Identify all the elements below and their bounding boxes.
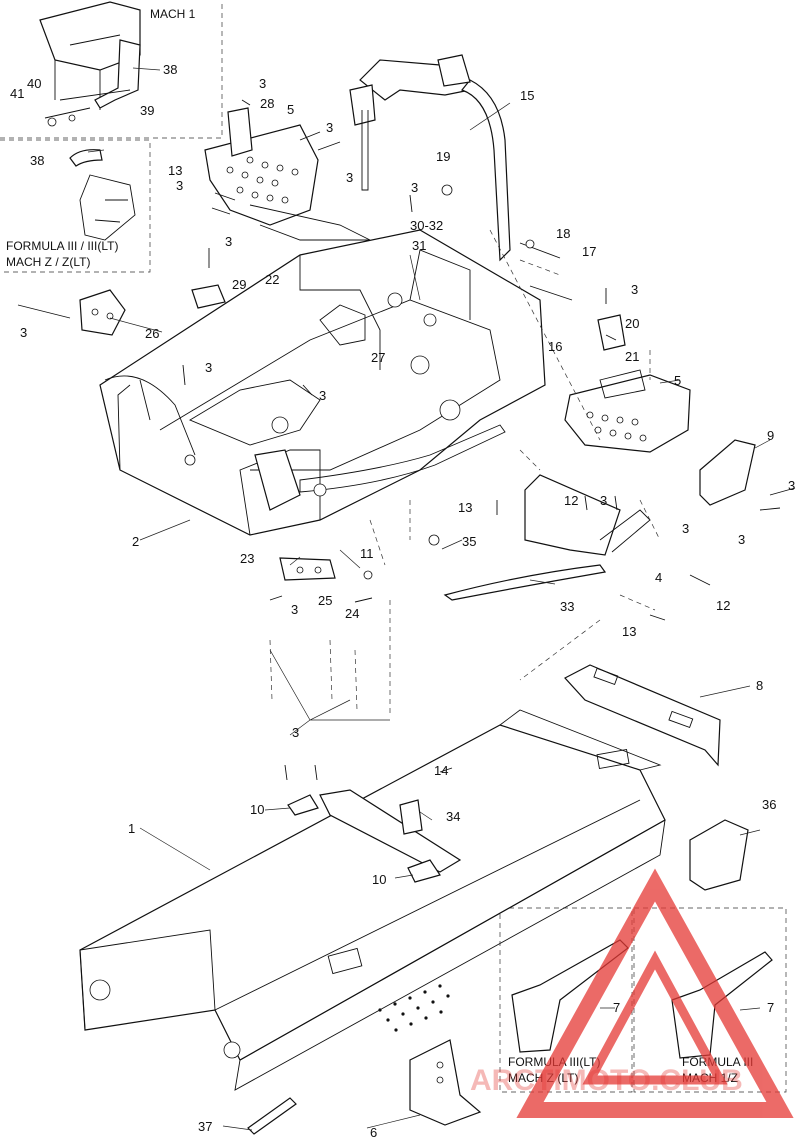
callout-3-m: 3: [682, 521, 689, 536]
callout-38-b: 38: [163, 62, 177, 77]
callout-28: 28: [260, 96, 274, 111]
callout-39: 39: [140, 103, 154, 118]
steering-column: [349, 54, 511, 262]
callout-30-32: 30-32: [410, 218, 443, 233]
callout-33: 33: [560, 599, 574, 614]
callout-18: 18: [556, 226, 570, 241]
variant-box-formula3-top: [0, 139, 151, 273]
variant-box-formula3lt: [499, 907, 633, 1093]
support-34: [319, 789, 462, 873]
callout-10-b: 10: [372, 872, 386, 887]
variant-label-formula3-line2: MACH Z / Z(LT): [6, 255, 90, 269]
tunnel-vent-holes: [378, 984, 450, 1032]
callout-3-e: 3: [225, 234, 232, 249]
rail-assembly: [443, 474, 651, 601]
callout-12-b: 12: [716, 598, 730, 613]
callout-3-n: 3: [738, 532, 745, 547]
callout-11: 11: [360, 546, 374, 561]
callout-10-a: 10: [250, 802, 264, 817]
callout-22: 22: [265, 272, 279, 287]
callout-3-j: 3: [631, 282, 638, 297]
variant-label-formula3-line1: FORMULA III / III(LT): [6, 239, 118, 253]
callout-3-g: 3: [20, 325, 27, 340]
rear-tunnel: [79, 709, 666, 1091]
brace-26: [79, 289, 126, 336]
callout-6: 6: [370, 1125, 377, 1140]
formula3-steering-inset: [69, 149, 136, 241]
callout-7-b: 7: [767, 1000, 774, 1015]
front-frame: [99, 229, 546, 536]
watermark-text: ARCTIMOTO.CLUB: [470, 1064, 743, 1097]
callout-13-a: 13: [168, 163, 182, 178]
variant-box-mach1: [0, 2, 223, 139]
footrest-holes: [226, 156, 299, 204]
callout-20: 20: [625, 316, 639, 331]
callout-3-f: 3: [411, 180, 418, 195]
pin-37: [247, 1097, 297, 1135]
bracket-10-upper: [287, 794, 319, 816]
bracket-29: [191, 284, 226, 309]
callout-labels: 1 2 3 3 3 3 3 3 3 3 3 3 3 3 3 3 3 3 4 5 …: [10, 62, 795, 1140]
bracket-10-lower: [407, 859, 441, 883]
bracket-6: [409, 1039, 482, 1126]
callout-2: 2: [132, 534, 139, 549]
triangle-logo-icon: [516, 868, 794, 1118]
callout-31: 31: [412, 238, 426, 253]
callout-3-l: 3: [788, 478, 795, 493]
callout-7-a: 7: [613, 1000, 620, 1015]
callout-9: 9: [767, 428, 774, 443]
callout-17: 17: [582, 244, 596, 259]
callout-13-c: 13: [622, 624, 636, 639]
callout-3-k: 3: [600, 493, 607, 508]
reinforcement-8: [564, 664, 721, 767]
callout-29: 29: [232, 277, 246, 292]
callout-26: 26: [145, 326, 159, 341]
callout-3-o: 3: [291, 602, 298, 617]
callout-5-b: 5: [674, 373, 681, 388]
callout-37: 37: [198, 1119, 212, 1134]
callout-41: 41: [10, 86, 24, 101]
callout-3-c: 3: [346, 170, 353, 185]
callout-24: 24: [345, 606, 359, 621]
callout-19: 19: [436, 149, 450, 164]
mach1-steering-detail: [39, 1, 141, 127]
callout-5-a: 5: [287, 102, 294, 117]
callout-3-p: 3: [292, 725, 299, 740]
callout-1: 1: [128, 821, 135, 836]
callout-23: 23: [240, 551, 254, 566]
callout-27: 27: [371, 350, 385, 365]
callout-15: 15: [520, 88, 534, 103]
callout-25: 25: [318, 593, 332, 608]
variant-label-formula3-mach1z-line1: FORMULA III: [682, 1055, 753, 1069]
callout-3-b: 3: [326, 120, 333, 135]
footrest-left: [204, 107, 371, 241]
callout-12-a: 12: [564, 493, 578, 508]
fasteners: [17, 99, 796, 781]
leader-lines: [87, 67, 771, 1131]
callout-3-a: 3: [259, 76, 266, 91]
callout-35: 35: [462, 534, 476, 549]
callout-14: 14: [434, 763, 448, 778]
callout-3-h: 3: [205, 360, 212, 375]
callout-8: 8: [756, 678, 763, 693]
bracket-36: [689, 819, 749, 891]
callout-40: 40: [27, 76, 41, 91]
footrest-right: [564, 314, 756, 506]
footrest-right-holes: [586, 411, 647, 442]
callout-38-a: 38: [30, 153, 44, 168]
callout-34: 34: [446, 809, 460, 824]
callout-13-b: 13: [458, 500, 472, 515]
callout-21: 21: [625, 349, 639, 364]
callout-4: 4: [655, 570, 662, 585]
variant-label-mach1: MACH 1: [150, 7, 196, 21]
callout-36: 36: [762, 797, 776, 812]
callout-16: 16: [548, 339, 562, 354]
bracket-7-formula3lt: [511, 939, 629, 1053]
callout-3-d: 3: [176, 178, 183, 193]
hinge-23: [279, 557, 336, 581]
callout-3-i: 3: [319, 388, 326, 403]
